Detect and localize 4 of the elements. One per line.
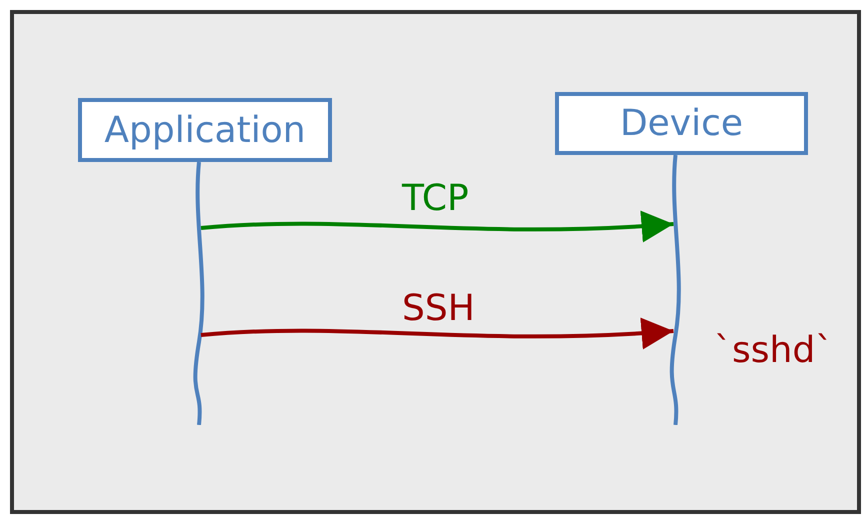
message-arrow — [200, 317, 674, 350]
participant-box: Application — [78, 98, 332, 162]
participant-box: Device — [555, 92, 808, 155]
message-arrow — [200, 210, 674, 242]
